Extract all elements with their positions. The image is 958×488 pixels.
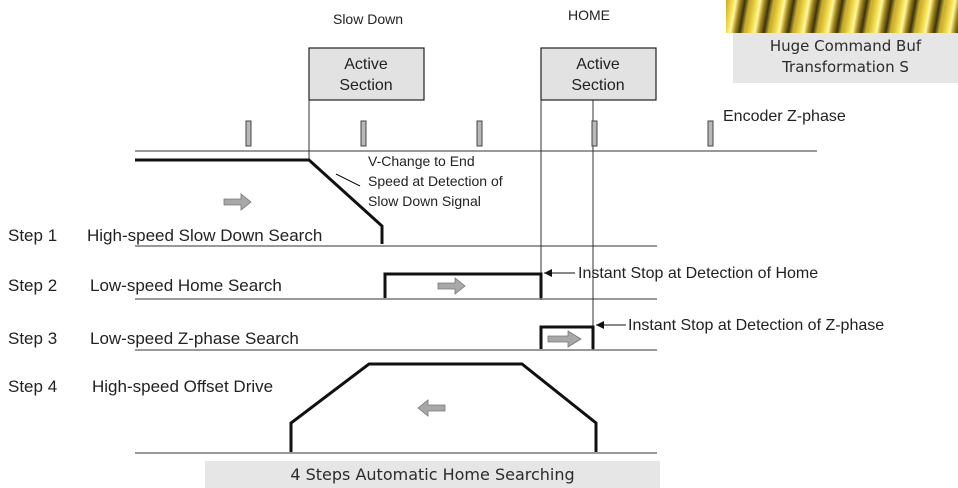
instant-stop-zphase-arrow — [596, 321, 626, 329]
step4-description: High-speed Offset Drive — [92, 377, 273, 396]
step1-number: Step 1 — [8, 226, 57, 245]
product-photo-strip — [726, 0, 958, 33]
encoder-pulse — [707, 120, 714, 147]
active-section-label-line2: Section — [339, 77, 392, 94]
step2-description: Low-speed Home Search — [90, 276, 282, 295]
top-right-caption: Huge Command Buf Transformation S — [733, 33, 958, 83]
direction-right-arrow — [547, 330, 582, 348]
diagram-caption: 4 Steps Automatic Home Searching — [205, 461, 660, 488]
step3-description: Low-speed Z-phase Search — [90, 329, 299, 348]
active-section-label-line2: Section — [571, 77, 624, 94]
direction-right-arrow — [437, 277, 466, 295]
active-section-slow-down: Active Section — [308, 47, 425, 101]
encoder-pulse — [591, 120, 598, 147]
vchange-pointer — [335, 173, 361, 187]
top-caption-line1: Huge Command Buf — [769, 37, 922, 55]
step1-description: High-speed Slow Down Search — [87, 226, 322, 245]
vchange-label-line3: Slow Down Signal — [368, 193, 481, 209]
active-section-home: Active Section — [540, 47, 657, 101]
step2-profile — [135, 272, 657, 300]
step4-number: Step 4 — [8, 377, 57, 396]
instant-stop-home-arrow — [544, 269, 575, 277]
direction-left-arrow — [417, 399, 446, 417]
home-label: HOME — [568, 7, 610, 23]
step1-profile — [135, 158, 657, 247]
step3-profile — [135, 325, 657, 351]
step4-profile — [135, 362, 657, 454]
active-section-label-line1: Active — [576, 56, 620, 73]
encoder-pulse — [476, 120, 483, 147]
encoder-pulse — [245, 120, 252, 147]
top-caption-line2: Transformation S — [782, 58, 909, 76]
encoder-z-phase-label: Encoder Z-phase — [723, 108, 846, 125]
instant-stop-zphase-label: Instant Stop at Detection of Z-phase — [628, 317, 884, 334]
step2-number: Step 2 — [8, 276, 57, 295]
active-section-label-line1: Active — [344, 56, 388, 73]
encoder-pulse — [360, 120, 367, 147]
vchange-label-line2: Speed at Detection of — [368, 173, 503, 189]
direction-right-arrow — [223, 193, 252, 211]
slow-down-label: Slow Down — [333, 11, 403, 27]
vchange-label-line1: V-Change to End — [368, 153, 475, 169]
instant-stop-home-label: Instant Stop at Detection of Home — [578, 265, 818, 282]
step3-number: Step 3 — [8, 329, 57, 348]
encoder-pulse-row — [135, 120, 817, 152]
